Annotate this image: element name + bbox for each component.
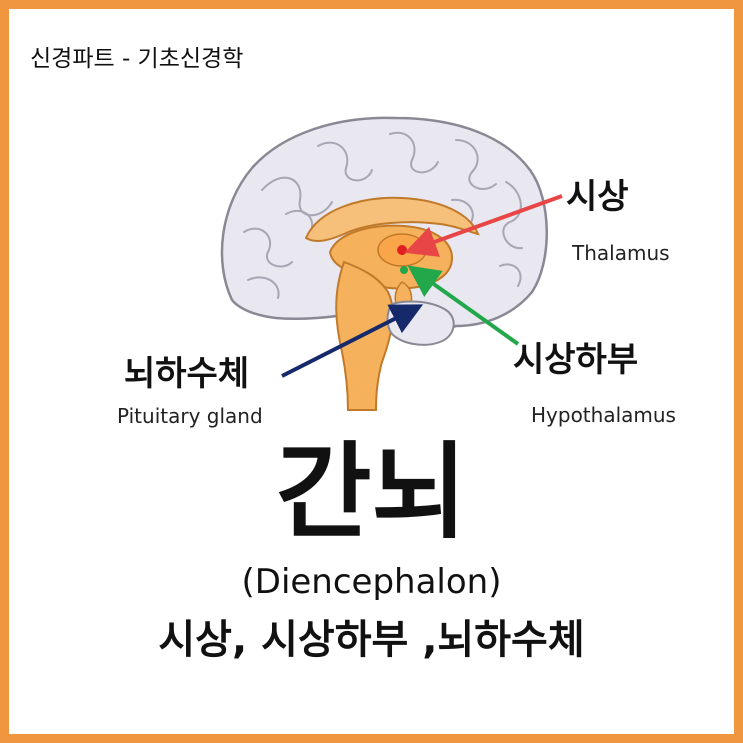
pituitary-arrow (281, 304, 424, 378)
thalamus-label-ko: 시상 (566, 177, 629, 217)
pituitary-label-ko: 뇌하수체 (124, 354, 250, 394)
thalamus-label-en: Thalamus (572, 241, 670, 265)
header-title: 신경파트 - 기초신경학 (30, 46, 244, 72)
hypothalamus-dot (400, 266, 408, 274)
thalamus-dot (397, 245, 407, 255)
main-subtitle: (Diencephalon) (241, 562, 502, 602)
hypothalamus-label-ko: 시상하부 (513, 340, 639, 380)
pituitary-label-en: Pituitary gland (117, 404, 263, 428)
summary-text: 시상, 시상하부 ,뇌하수체 (158, 617, 585, 663)
thalamus-arrow (404, 194, 563, 257)
hypothalamus-label-en: Hypothalamus (531, 403, 676, 427)
gyri-folds (243, 131, 523, 299)
main-title: 간뇌 (275, 431, 468, 553)
cerebellum-shape (386, 300, 455, 346)
hypothalamus-arrow (407, 265, 520, 346)
